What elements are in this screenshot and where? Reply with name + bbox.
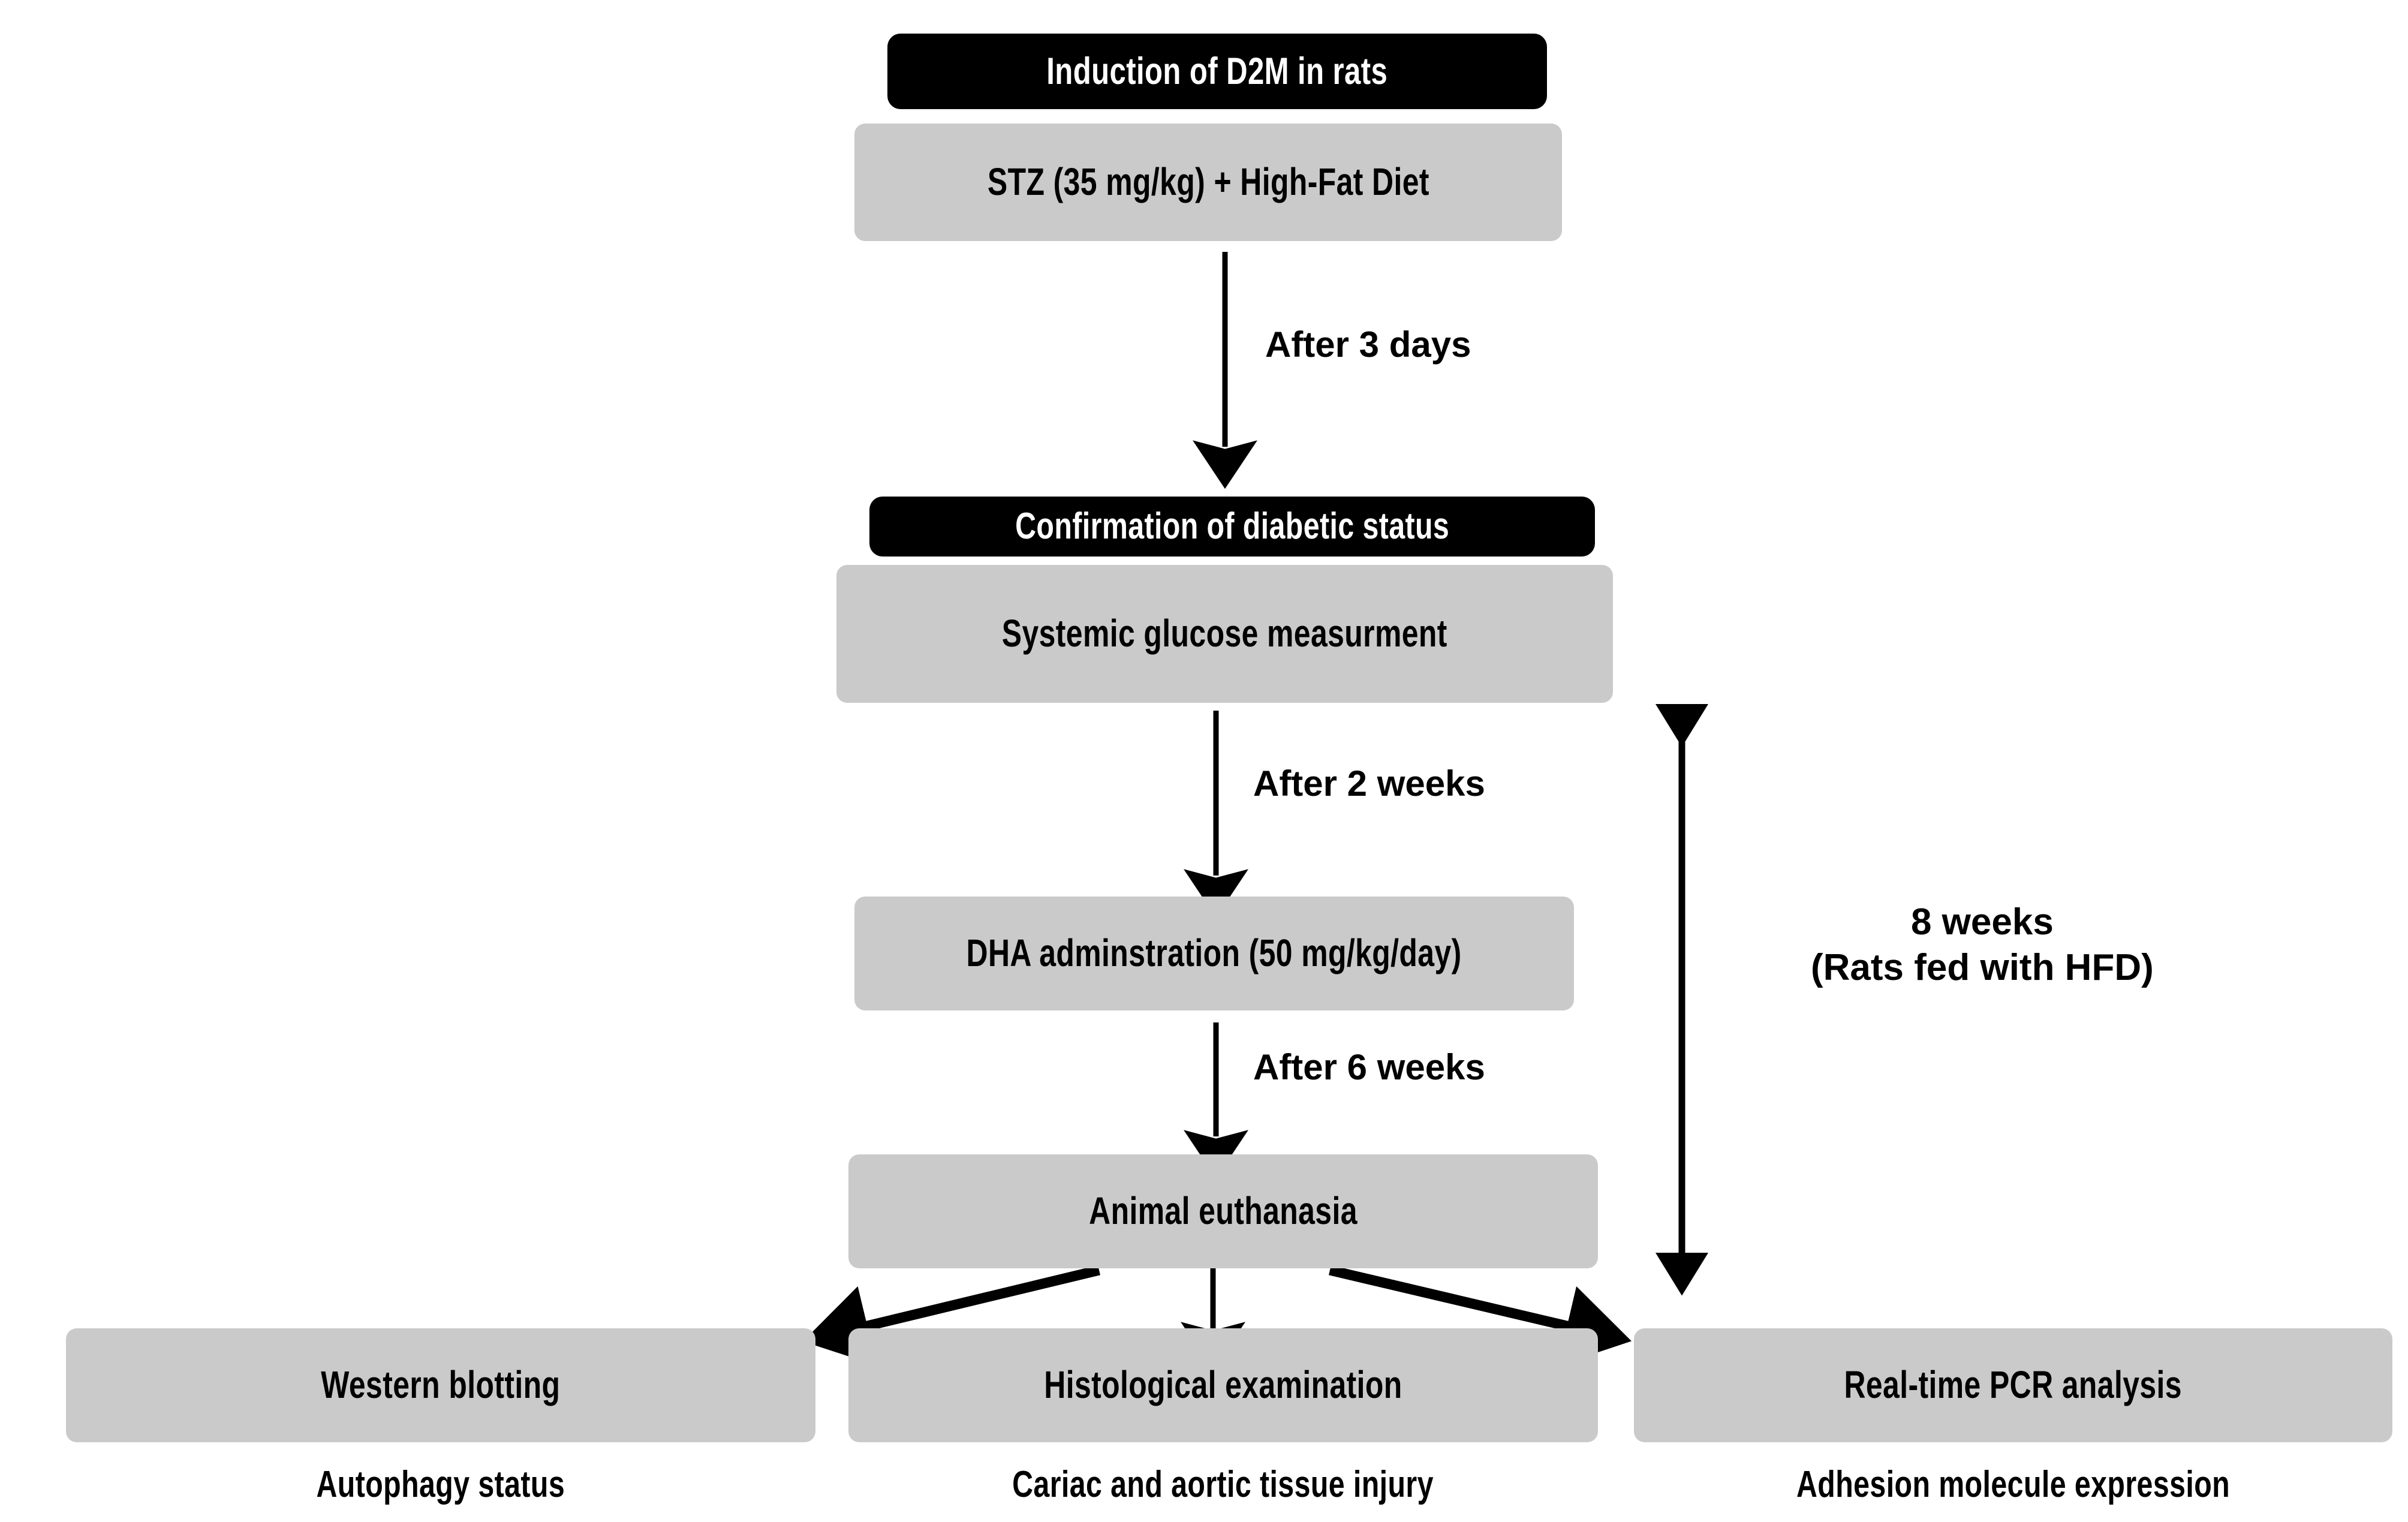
caption-histological-examination: Cariac and aortic tissue injury bbox=[848, 1463, 1598, 1506]
node-histological-examination-label: Histological examination bbox=[1044, 1363, 1402, 1407]
arrow-euthanasia-to-pcr bbox=[1329, 1265, 1632, 1366]
node-induction-header-label: Induction of D2M in rats bbox=[1046, 50, 1388, 92]
node-euthanasia-body: Animal euthanasia bbox=[848, 1154, 1598, 1268]
node-confirmation-header: Confirmation of diabetic status bbox=[869, 497, 1595, 557]
node-induction-body-label: STZ (35 mg/kg) + High-Fat Diet bbox=[987, 160, 1429, 204]
caption-realtime-pcr: Adhesion molecule expression bbox=[1634, 1463, 2392, 1506]
bracket-label-line1: 8 weeks bbox=[1910, 901, 2054, 943]
arrow-euthanasia-to-western bbox=[803, 1265, 1100, 1366]
node-realtime-pcr: Real-time PCR analysis bbox=[1634, 1328, 2392, 1442]
node-euthanasia-body-label: Animal euthanasia bbox=[1089, 1189, 1357, 1233]
bracket-label-8-weeks: 8 weeks (Rats fed with HFD) bbox=[1811, 900, 2154, 990]
node-dha-body: DHA adminstration (50 mg/kg/day) bbox=[854, 897, 1574, 1010]
node-realtime-pcr-label: Real-time PCR analysis bbox=[1844, 1363, 2183, 1407]
node-confirmation-body: Systemic glucose measurment bbox=[836, 565, 1613, 703]
edge-label-after-6-weeks: After 6 weeks bbox=[1253, 1047, 1485, 1087]
caption-western-blotting-text: Autophagy status bbox=[316, 1464, 565, 1505]
node-dha-body-label: DHA adminstration (50 mg/kg/day) bbox=[966, 931, 1462, 975]
caption-realtime-pcr-text: Adhesion molecule expression bbox=[1796, 1464, 2231, 1505]
node-induction-body: STZ (35 mg/kg) + High-Fat Diet bbox=[854, 124, 1562, 241]
node-western-blotting: Western blotting bbox=[66, 1328, 815, 1442]
edge-label-after-3-days: After 3 days bbox=[1265, 324, 1471, 365]
caption-histological-examination-text: Cariac and aortic tissue injury bbox=[1012, 1464, 1434, 1505]
node-confirmation-body-label: Systemic glucose measurment bbox=[1002, 612, 1447, 655]
bracket-label-line2: (Rats fed with HFD) bbox=[1811, 946, 2154, 988]
node-histological-examination: Histological examination bbox=[848, 1328, 1598, 1442]
node-induction-header: Induction of D2M in rats bbox=[887, 34, 1547, 109]
node-confirmation-header-label: Confirmation of diabetic status bbox=[1015, 506, 1450, 548]
caption-western-blotting: Autophagy status bbox=[66, 1463, 815, 1506]
node-western-blotting-label: Western blotting bbox=[321, 1363, 561, 1407]
edge-label-after-2-weeks: After 2 weeks bbox=[1253, 763, 1485, 804]
